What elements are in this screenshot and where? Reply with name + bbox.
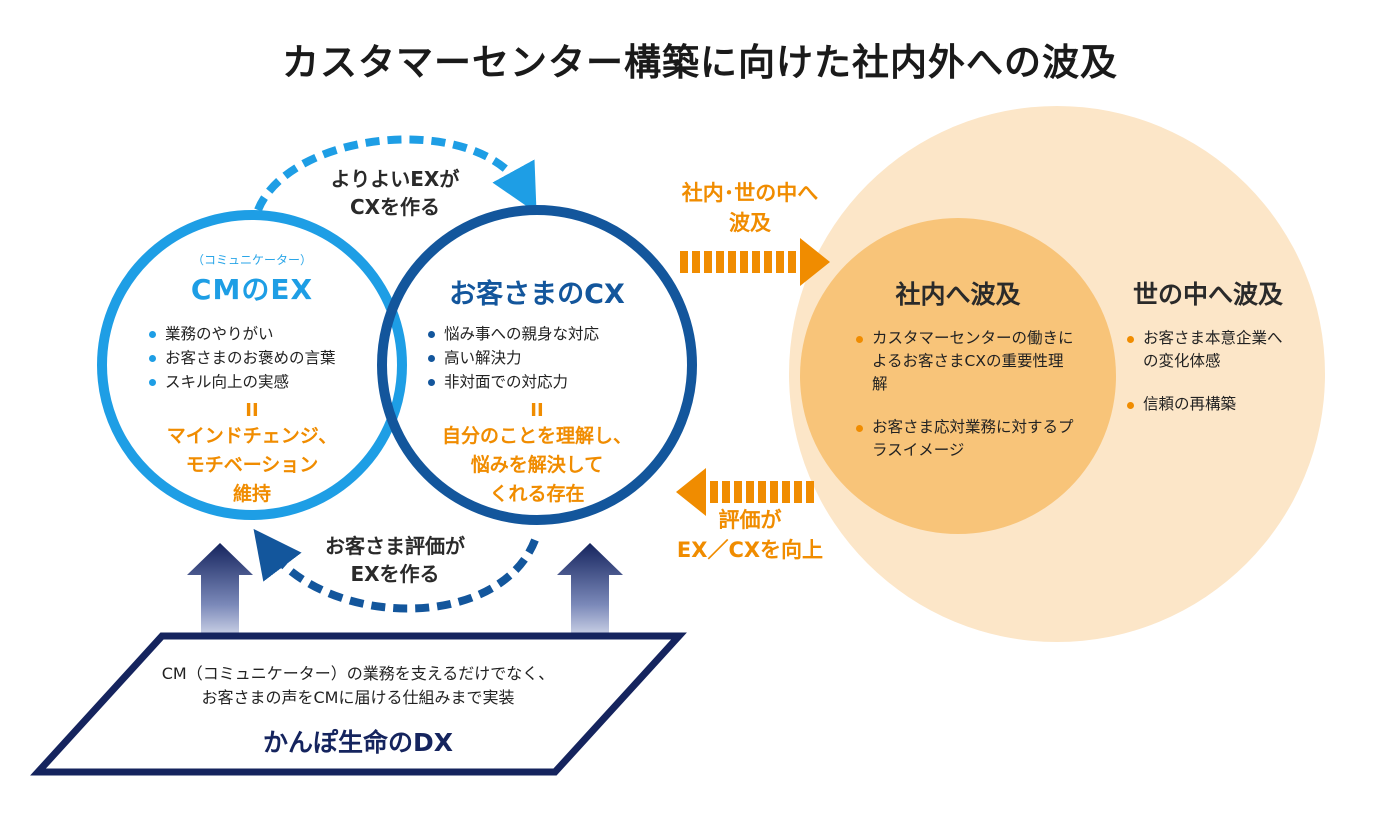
list-item: 高い解決力 (428, 346, 599, 370)
world-zone-list: お客さま本意企業への変化体感 信頼の再構築 (1127, 327, 1297, 416)
arrow-left-caption-line-1: 評価が (718, 508, 782, 532)
list-item: スキル向上の実感 (149, 370, 336, 394)
platform-description: CM（コミュニケーター）の業務を支えるだけでなく、 お客さまの声をCMに届ける仕… (128, 662, 588, 710)
cx-circle-title: お客さまのCX (449, 279, 625, 310)
list-item: カスタマーセンターの働きによるお客さまCXの重要性理解 (856, 327, 1076, 396)
list-item: 信頼の再構築 (1127, 393, 1297, 416)
loop-top-caption-line-2: CXを作る (349, 195, 441, 219)
list-item: お客さま本意企業への変化体感 (1127, 327, 1297, 373)
loop-bottom-caption: お客さま評価が EXを作る (295, 532, 495, 588)
loop-top-caption: よりよいEXが CXを作る (295, 165, 495, 221)
loop-top-arrow (254, 135, 537, 214)
list-item: お客さまのお褒めの言葉 (149, 346, 336, 370)
cx-item-list: 悩み事への親身な対応 高い解決力 非対面での対応力 (428, 322, 599, 394)
cx-result: 自分のことを理解し、 悩みを解決して くれる存在 (441, 425, 632, 505)
cx-circle (377, 205, 697, 525)
internal-zone-circle (800, 218, 1116, 534)
arrow-right-caption: 社内･世の中へ 波及 (650, 178, 850, 238)
cm-subtitle: （コミュニケーター） (191, 253, 312, 267)
arrow-left (676, 468, 814, 516)
cx-equals: II (530, 400, 544, 421)
internal-zone-title: 社内へ波及 (895, 280, 1021, 309)
loop-top-caption-line-1: よりよいEXが (330, 167, 460, 191)
loop-bottom-arrow (253, 528, 539, 613)
internal-zone-list: カスタマーセンターの働きによるお客さまCXの重要性理解 お客さま応対業務に対する… (856, 327, 1076, 462)
platform-line-2: お客さまの声をCMに届ける仕組みまで実装 (201, 688, 515, 707)
world-zone-title: 世の中へ波及 (1132, 280, 1283, 309)
platform-line-1: CM（コミュニケーター）の業務を支えるだけでなく、 (161, 664, 555, 683)
cm-circle-title: CMのEX (190, 273, 314, 306)
arrow-right-caption-line-2: 波及 (729, 211, 771, 235)
cm-equals: II (245, 400, 259, 421)
list-item: お客さま応対業務に対するプラスイメージ (856, 416, 1076, 462)
cm-ex-circle (97, 210, 407, 520)
arrow-right (680, 238, 830, 286)
up-arrow-right (557, 543, 623, 645)
arrow-left-caption-line-2: EX／CXを向上 (676, 538, 824, 562)
list-item: 非対面での対応力 (428, 370, 599, 394)
page-title: カスタマーセンター構築に向けた社内外への波及 (282, 41, 1118, 84)
cm-item-list: 業務のやりがい お客さまのお褒めの言葉 スキル向上の実感 (149, 322, 336, 394)
cm-result: マインドチェンジ、 モチベーション 維持 (166, 425, 338, 505)
arrow-left-caption: 評価が EX／CXを向上 (650, 505, 850, 565)
dx-platform (30, 632, 687, 776)
up-arrow-left (187, 543, 253, 645)
arrow-right-caption-line-1: 社内･世の中へ (681, 181, 819, 205)
loop-bottom-caption-line-1: お客さま評価が (325, 534, 465, 558)
list-item: 業務のやりがい (149, 322, 336, 346)
platform-title: かんぽ生命のDX (262, 728, 454, 757)
loop-bottom-caption-line-2: EXを作る (350, 562, 440, 586)
list-item: 悩み事への親身な対応 (428, 322, 599, 346)
